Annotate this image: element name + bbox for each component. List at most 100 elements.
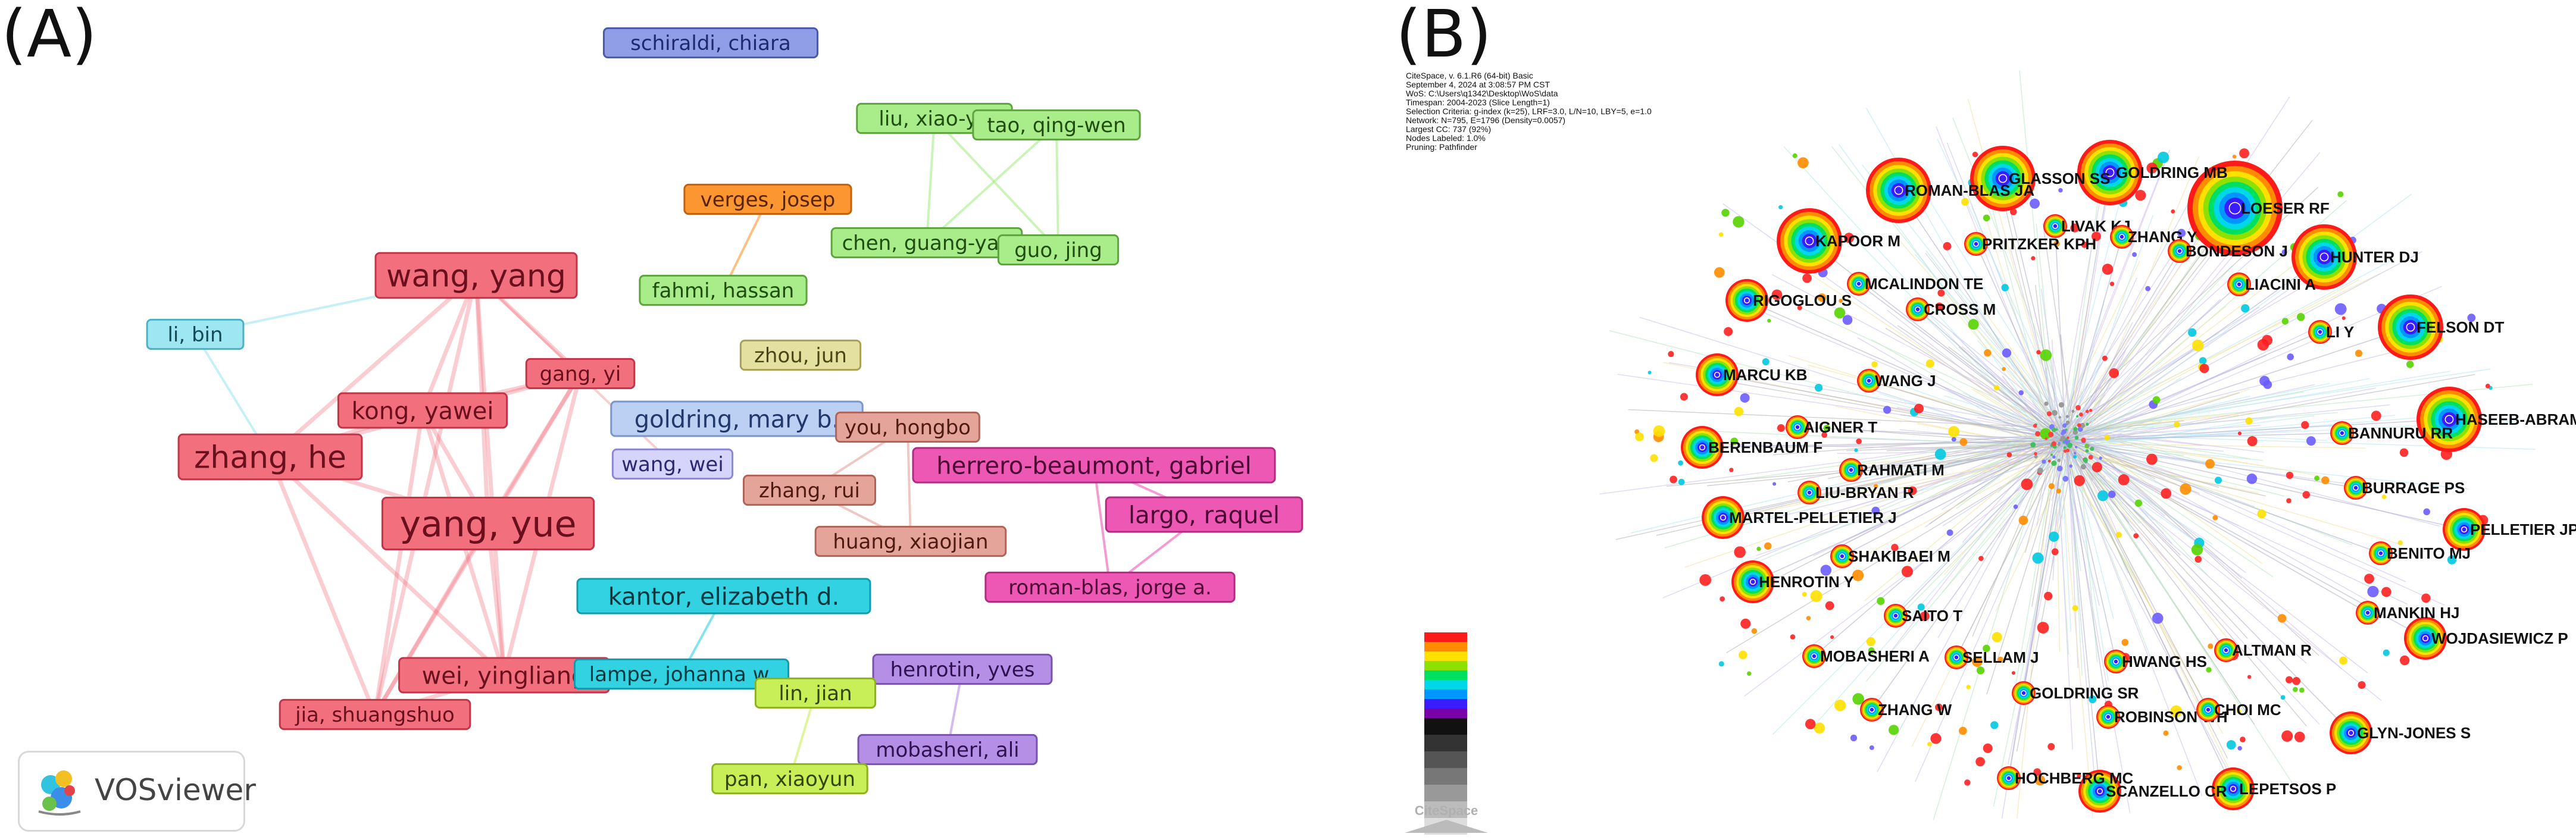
author-node-box bbox=[146, 318, 245, 350]
author-node-zhoujun[interactable]: zhou, jun bbox=[739, 339, 862, 371]
cited-author-node[interactable]: LI Y bbox=[2308, 320, 2354, 344]
author-node-mobasheri[interactable]: mobasheri, ali bbox=[857, 734, 1038, 766]
cited-author-node[interactable]: MANKIN HJ bbox=[2356, 601, 2459, 625]
author-node-chenguangyao[interactable]: chen, guang-yao bbox=[830, 227, 1023, 259]
author-node-weiyingliang[interactable]: wei, yingliang bbox=[398, 657, 610, 694]
minor-node bbox=[2086, 422, 2089, 426]
cited-author-node[interactable]: HASEEB-ABRAMSON SB bbox=[2416, 387, 2576, 452]
author-node-box bbox=[857, 734, 1038, 766]
cited-author-node[interactable]: SHAKIBAEI M bbox=[1830, 544, 1950, 568]
cited-author-node[interactable]: CROSS M bbox=[1906, 297, 1996, 321]
cited-author-node[interactable]: SELLAM J bbox=[1944, 645, 2039, 669]
minor-node bbox=[2092, 462, 2103, 472]
node-core bbox=[2177, 248, 2183, 254]
author-node-jia[interactable]: jia, shuangshuo bbox=[279, 698, 471, 731]
author-node-verges[interactable]: verges, josep bbox=[683, 183, 852, 215]
author-node-lampe[interactable]: lampe, johanna w. bbox=[573, 658, 790, 690]
author-node-kantor[interactable]: kantor, elizabeth d. bbox=[576, 578, 871, 615]
author-node-fahmi[interactable]: fahmi, hassan bbox=[639, 274, 808, 306]
cited-author-node[interactable]: MCALINDON TE bbox=[1847, 272, 1983, 296]
citation-edge bbox=[2077, 391, 2304, 432]
author-node-panxiaoyun[interactable]: pan, xiaoyun bbox=[711, 763, 868, 795]
cited-author-node[interactable]: ZHANG Y bbox=[2110, 225, 2197, 249]
citation-edge bbox=[1943, 450, 2056, 575]
author-node-youhongbo[interactable]: you, hongbo bbox=[835, 411, 980, 443]
author-node-linjian[interactable]: lin, jian bbox=[754, 677, 877, 709]
cited-author-node[interactable]: WANG J bbox=[1857, 369, 1936, 393]
minor-node bbox=[2208, 643, 2214, 649]
cited-author-node[interactable]: RAHMATI M bbox=[1839, 458, 1944, 482]
legend-gray-band bbox=[1424, 768, 1467, 785]
cited-author-node[interactable]: BENITO MJ bbox=[2369, 541, 2471, 565]
cited-author-node[interactable]: HOCHBERG MC bbox=[1997, 766, 2134, 790]
minor-node bbox=[2371, 410, 2381, 421]
author-node-romanblas[interactable]: roman-blas, jorge a. bbox=[984, 571, 1236, 603]
cited-author-node[interactable]: FELSON DT bbox=[2378, 294, 2504, 360]
author-node-wangwei[interactable]: wang, wei bbox=[611, 448, 734, 480]
author-node-libin[interactable]: li, bin bbox=[146, 318, 245, 350]
author-node-herrero[interactable]: herrero-beaumont, gabriel bbox=[912, 447, 1276, 484]
cited-author-node[interactable]: HUNTER DJ bbox=[2291, 224, 2419, 290]
minor-node bbox=[1821, 432, 1828, 438]
author-node-zhanghe[interactable]: zhang, he bbox=[177, 433, 363, 481]
cited-author-node[interactable]: GOLDRING SR bbox=[2012, 681, 2139, 705]
cited-author-node[interactable]: MOBASHERI A bbox=[1802, 644, 1930, 668]
author-node-schiraldi[interactable]: schiraldi, chiara bbox=[602, 27, 819, 59]
minor-node bbox=[2052, 410, 2058, 416]
cited-author-node[interactable]: CHOI MC bbox=[2196, 698, 2281, 722]
cited-author-node[interactable]: BANNURU RR bbox=[2330, 421, 2453, 445]
author-node-zhangrui[interactable]: zhang, rui bbox=[743, 474, 876, 506]
cited-author-node[interactable]: PELLETIER JP bbox=[2443, 508, 2576, 551]
cited-author-node[interactable]: ALTMAN R bbox=[2214, 638, 2312, 662]
cited-author-node[interactable]: MARTEL-PELLETIER J bbox=[1702, 496, 1897, 539]
cited-author-node[interactable]: KAPOOR M bbox=[1777, 208, 1900, 274]
cited-author-node[interactable]: SCANZELLO CR bbox=[2078, 770, 2227, 813]
cited-author-node[interactable]: ROMAN-BLAS JA bbox=[1866, 158, 2034, 223]
cited-author-node[interactable]: GLASSON SS bbox=[1970, 146, 2110, 211]
minor-node bbox=[2030, 442, 2036, 448]
citation-edge bbox=[2056, 272, 2381, 435]
cited-author-node[interactable]: SAITO T bbox=[1884, 604, 1962, 628]
cited-author-node[interactable]: BONDESON J bbox=[2168, 239, 2288, 263]
author-node-huangxiaojian[interactable]: huang, xiaojian bbox=[814, 525, 1007, 557]
minor-node bbox=[2058, 416, 2062, 419]
cited-author-node[interactable]: BURRAGE PS bbox=[2344, 476, 2465, 500]
cited-author-node[interactable]: ZHANG W bbox=[1860, 698, 1952, 722]
author-node-largo[interactable]: largo, raquel bbox=[1105, 496, 1303, 533]
author-node-taoqingwen[interactable]: tao, qing-wen bbox=[972, 109, 1141, 141]
cited-author-node[interactable]: LOESER RF bbox=[2187, 161, 2330, 256]
cited-author-label: FELSON DT bbox=[2416, 318, 2504, 336]
citation-edge bbox=[2071, 391, 2083, 438]
cited-author-node[interactable]: AIGNER T bbox=[1786, 415, 1877, 439]
cited-author-node[interactable]: LEPETSOS P bbox=[2212, 767, 2336, 810]
minor-node bbox=[1740, 393, 1750, 403]
author-node-kongyawei[interactable]: kong, yawei bbox=[337, 392, 508, 429]
author-node-guojing[interactable]: guo, jing bbox=[997, 234, 1120, 266]
cited-author-node[interactable]: LIU-BRYAN R bbox=[1797, 481, 1914, 504]
author-node-gangyi[interactable]: gang, yi bbox=[525, 358, 636, 390]
minor-node bbox=[2047, 743, 2055, 751]
cited-author-node[interactable]: PRITZKER KPH bbox=[1964, 232, 2096, 256]
minor-node bbox=[2299, 687, 2305, 693]
cited-author-node[interactable]: WOJDASIEWICZ P bbox=[2404, 617, 2568, 660]
cited-author-node[interactable]: GOLDRING MB bbox=[2077, 140, 2228, 205]
author-node-henrotin[interactable]: henrotin, yves bbox=[872, 653, 1053, 685]
author-node-goldringmary[interactable]: goldring, mary b. bbox=[610, 400, 864, 437]
author-node-wangyang[interactable]: wang, yang bbox=[374, 252, 578, 299]
cited-author-node[interactable]: GLYN-JONES S bbox=[2330, 712, 2471, 754]
citation-edge bbox=[1712, 444, 2072, 451]
citation-edge bbox=[2065, 440, 2227, 651]
minor-node bbox=[2037, 622, 2049, 634]
minor-node bbox=[1983, 214, 1990, 222]
cited-author-node[interactable]: HWANG HS bbox=[2104, 650, 2207, 673]
cited-author-node[interactable]: MARCU KB bbox=[1696, 353, 1808, 396]
cited-author-node[interactable]: LIACINI A bbox=[2227, 272, 2316, 296]
minor-node bbox=[1856, 438, 1862, 444]
cited-author-label: HASEEB-ABRAMSON SB bbox=[2455, 410, 2576, 428]
cited-author-node[interactable]: HENROTIN Y bbox=[1731, 560, 1854, 603]
cited-author-node[interactable]: RIGOGLOU S bbox=[1725, 279, 1852, 322]
cited-author-node[interactable]: BERENBAUM F bbox=[1681, 426, 1822, 469]
author-node-label: tao, qing-wen bbox=[987, 114, 1126, 137]
author-node-yangyue[interactable]: yang, yue bbox=[381, 497, 595, 550]
